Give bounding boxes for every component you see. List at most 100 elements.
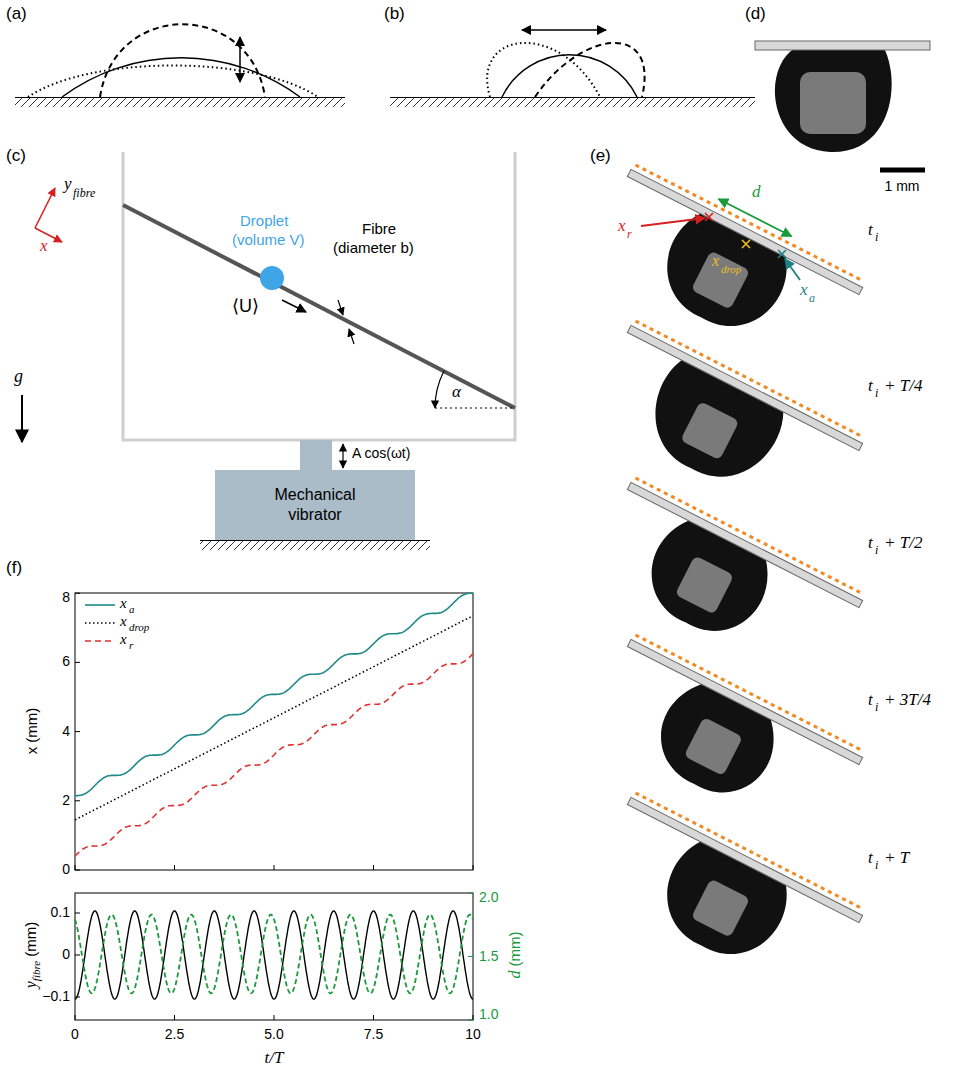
label: t bbox=[868, 220, 873, 240]
label: g bbox=[14, 366, 23, 387]
label: 0 bbox=[62, 861, 70, 877]
figure-path bbox=[75, 915, 473, 994]
label: i bbox=[875, 544, 878, 558]
figure-line bbox=[468, 1020, 473, 1021]
figure-line bbox=[373, 865, 374, 870]
label: a bbox=[129, 603, 135, 616]
figure-rect bbox=[755, 41, 930, 50]
label: 4 bbox=[62, 723, 70, 739]
figure-rect bbox=[800, 72, 866, 134]
figure-g bbox=[585, 164, 865, 1005]
figure-g bbox=[641, 199, 800, 280]
figure-rect bbox=[684, 717, 743, 776]
figure-rect bbox=[627, 639, 862, 764]
figure-line bbox=[390, 97, 755, 98]
figure-path bbox=[778, 250, 786, 258]
label: 6 bbox=[62, 653, 70, 669]
figure-line bbox=[349, 329, 354, 344]
label: (e) bbox=[590, 146, 611, 166]
figure-line bbox=[635, 793, 863, 909]
figure-line bbox=[75, 593, 80, 594]
label: (d) bbox=[745, 4, 766, 24]
node-text-wrap: Mechanical vibrator bbox=[260, 485, 370, 525]
figure-line bbox=[473, 1015, 474, 1020]
figure-line bbox=[719, 199, 792, 236]
figure-line bbox=[468, 893, 473, 894]
figure-line bbox=[174, 1015, 175, 1020]
figure-line bbox=[641, 218, 705, 226]
figure-path bbox=[75, 911, 473, 999]
label: (b) bbox=[384, 4, 405, 24]
figure-path bbox=[28, 66, 318, 98]
figure-path bbox=[742, 240, 750, 248]
label: 7.5 bbox=[364, 1026, 383, 1042]
figure-path bbox=[705, 213, 713, 221]
figure-rect bbox=[390, 98, 755, 107]
label: (volume V) bbox=[232, 231, 305, 248]
figure-g bbox=[585, 164, 865, 377]
figure-rect bbox=[15, 98, 345, 107]
label: i bbox=[875, 231, 878, 245]
figure-line bbox=[75, 662, 80, 663]
figure-g bbox=[75, 593, 473, 1020]
figure-path bbox=[123, 152, 515, 440]
label: −0.1 bbox=[42, 988, 70, 1004]
figure-line bbox=[338, 300, 343, 315]
label: 8 bbox=[62, 589, 70, 605]
figure-rect bbox=[75, 893, 473, 1020]
figure-line bbox=[635, 165, 863, 281]
figure-line bbox=[522, 29, 606, 31]
axis-title-part: fibre bbox=[30, 961, 42, 981]
figure-line bbox=[200, 540, 430, 541]
figure-rect bbox=[627, 482, 862, 607]
axis-title-part: y bbox=[22, 981, 39, 988]
label: t bbox=[868, 376, 873, 396]
figure-rect bbox=[691, 251, 750, 310]
figure-line bbox=[274, 1015, 275, 1020]
figure-line bbox=[239, 37, 241, 82]
figure-path bbox=[644, 673, 789, 810]
axis-title-part: x (mm) bbox=[23, 708, 40, 755]
legend-text: x bbox=[120, 595, 127, 612]
label: + 3T/4 bbox=[884, 690, 931, 710]
figure-g bbox=[585, 634, 865, 847]
figure-rect bbox=[627, 797, 862, 922]
label: 1 mm bbox=[885, 178, 920, 194]
label: y bbox=[64, 174, 72, 194]
label: 0.1 bbox=[51, 904, 70, 920]
figure-path bbox=[634, 510, 781, 648]
figure-line bbox=[635, 478, 863, 594]
label: r bbox=[129, 639, 133, 652]
label: 10 bbox=[465, 1026, 481, 1042]
figure-line bbox=[35, 188, 55, 228]
figure-rect bbox=[691, 879, 750, 938]
label: t bbox=[868, 533, 873, 553]
label: x bbox=[40, 236, 48, 256]
figure-line bbox=[373, 1015, 374, 1020]
figure-line bbox=[75, 955, 80, 956]
axis-title-part: (mm) bbox=[22, 922, 39, 957]
figure-line bbox=[75, 731, 80, 732]
figure-line bbox=[174, 865, 175, 870]
label: 0 bbox=[62, 946, 70, 962]
figure-line bbox=[468, 956, 473, 957]
figure-line bbox=[635, 321, 863, 437]
label: t/T bbox=[265, 1048, 284, 1068]
axis-title-part: d bbox=[506, 970, 523, 978]
label: a bbox=[809, 292, 815, 306]
figure-path bbox=[75, 616, 473, 820]
label: (diameter b) bbox=[333, 239, 414, 256]
label: i bbox=[875, 701, 878, 715]
figure-rect bbox=[75, 593, 473, 870]
figure-g bbox=[585, 320, 865, 533]
label: (f) bbox=[6, 558, 22, 578]
label: 2.5 bbox=[165, 1026, 184, 1042]
figure-line bbox=[785, 259, 800, 280]
label: + T/2 bbox=[884, 533, 922, 553]
figure-line bbox=[75, 800, 80, 801]
label: (a) bbox=[6, 4, 27, 24]
label: 5.0 bbox=[264, 1026, 283, 1042]
figure-line bbox=[123, 205, 515, 408]
